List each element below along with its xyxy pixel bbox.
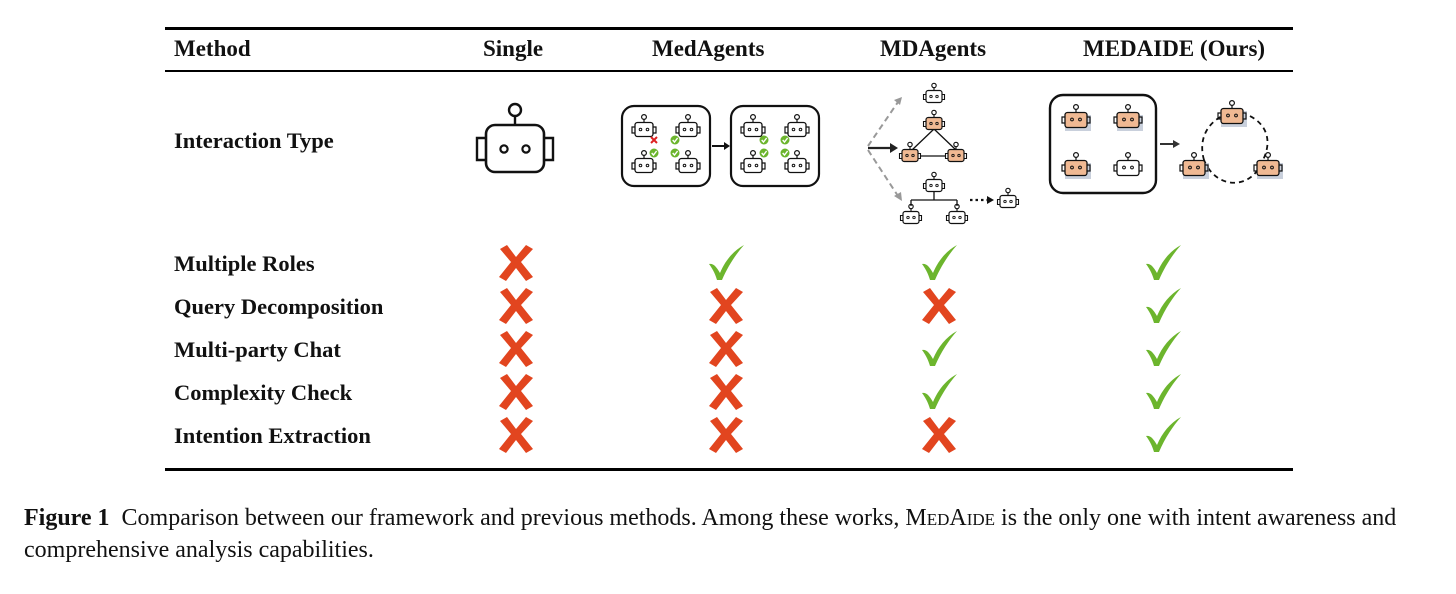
check-icon-medaide-row2 [1146,331,1181,366]
check-icon-medaide-row4 [1146,417,1181,452]
row-label-intention-extraction: Intention Extraction [174,423,371,448]
interaction-type-label: Interaction Type [174,128,334,153]
check-icon-mdagents-row3 [922,374,957,409]
row-label-query-decomposition: Query Decomposition [174,294,384,319]
caption-text-after: is the only one with intent awareness an… [24,505,1397,563]
check-icon-medaide-row1 [1146,288,1181,323]
header-medagents: MedAgents [652,36,765,61]
check-icon-medaide-row0 [1146,245,1181,280]
check-icon-medaide-row3 [1146,374,1181,409]
bottom-rule [165,468,1293,471]
cross-icon-single-row4 [499,417,533,453]
row-label-complexity-check: Complexity Check [174,380,353,405]
check-icon-mdagents-row0 [922,245,957,280]
medaide-diagram [1048,93,1284,195]
cross-icon-medagents-row3 [709,374,743,410]
cross-icon-medagents-row2 [709,331,743,367]
row-label-multi-party-chat: Multi-party Chat [174,337,341,362]
caption-text-before: Comparison between our framework and pre… [121,505,906,531]
figure-caption: Figure 1 Comparison between our framewor… [24,502,1444,566]
header-single: Single [483,36,544,61]
header-medaide: MEDAIDE (Ours) [1083,36,1266,61]
single-robot-icon [475,102,555,174]
cross-icon-mdagents-row4 [922,417,956,453]
header-rule [165,70,1293,72]
cross-icon-medagents-row1 [709,288,743,324]
cross-icon-single-row3 [499,374,533,410]
top-rule [165,27,1293,30]
caption-method-name: MedAide [905,505,996,531]
caption-label: Figure 1 [24,505,110,531]
check-icon-mdagents-row2 [922,331,957,366]
cross-icon-single-row0 [499,245,533,281]
cross-icon-single-row1 [499,288,533,324]
cross-icon-mdagents-row1 [922,288,956,324]
check-icon-medagents-row0 [709,245,744,280]
row-label-multiple-roles: Multiple Roles [174,251,315,276]
header-mdagents: MDAgents [880,36,987,61]
header-method: Method [174,36,251,61]
mdagents-diagram [867,82,1020,225]
cross-icon-single-row2 [499,331,533,367]
cross-icon-medagents-row4 [709,417,743,453]
medagents-diagram [620,104,821,188]
